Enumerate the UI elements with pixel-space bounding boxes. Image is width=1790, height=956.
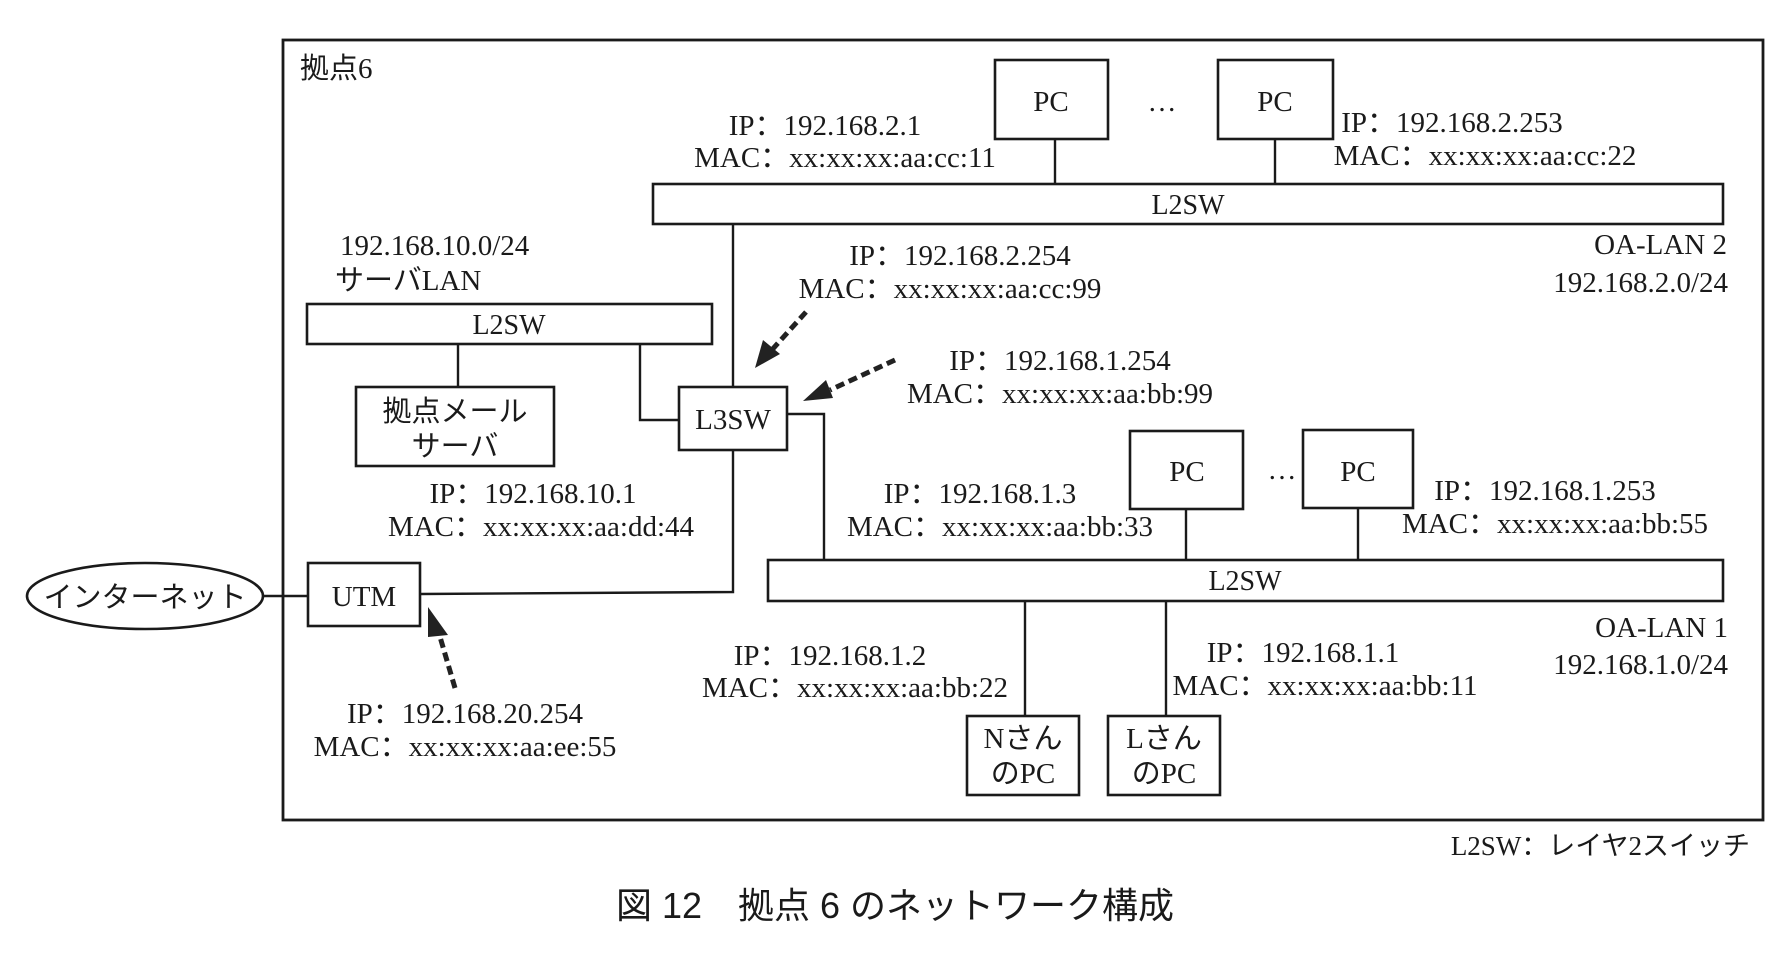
oa-lan1-pc253-mac: MAC：xx:xx:xx:aa:bb:55 bbox=[1402, 508, 1708, 540]
utm-arrowhead-icon bbox=[428, 607, 448, 637]
mail-server-mac: MAC：xx:xx:xx:aa:dd:44 bbox=[388, 511, 695, 543]
oa-lan1-pc-253[interactable] bbox=[1301, 428, 1415, 510]
l-pc-box[interactable] bbox=[1106, 714, 1222, 797]
utm-mac: MAC：xx:xx:xx:aa:ee:55 bbox=[314, 731, 617, 763]
oa-lan2-pc1-mac: MAC：xx:xx:xx:aa:cc:11 bbox=[694, 142, 996, 174]
site-label: 拠点6 bbox=[300, 52, 373, 85]
l3sw-oa1-arrowhead-icon bbox=[803, 380, 833, 401]
oa-lan2-name: OA-LAN 2 bbox=[1594, 229, 1727, 261]
oa-lan1-pc-253-label: PC bbox=[1340, 456, 1375, 488]
oa-lan1-pc253-ip: IP：192.168.1.253 bbox=[1434, 475, 1656, 507]
legend-note: L2SW：レイヤ2スイッチ bbox=[1451, 831, 1750, 861]
mail-server-label-2: サーバ bbox=[412, 431, 499, 463]
oa-lan1-name: OA-LAN 1 bbox=[1595, 612, 1728, 644]
l-pc-ip: IP：192.168.1.1 bbox=[1207, 637, 1400, 669]
n-pc-label-2: のPC bbox=[991, 758, 1055, 790]
server-lan-l2sw-label: L2SW bbox=[472, 310, 546, 341]
oa-lan2-pc1-ip: IP：192.168.2.1 bbox=[729, 110, 922, 142]
l3sw-label: L3SW bbox=[695, 404, 771, 436]
oa-lan2-pc-2-label: PC bbox=[1257, 86, 1292, 118]
oa-lan2-network: 192.168.2.0/24 bbox=[1553, 267, 1728, 299]
l3sw-oa1-pointer-arrow bbox=[828, 357, 897, 393]
n-pc-box[interactable] bbox=[965, 714, 1081, 797]
oa-lan2-pc2-ip: IP：192.168.2.253 bbox=[1341, 107, 1563, 139]
oa-lan1-l2sw[interactable] bbox=[766, 558, 1725, 603]
internet-label: インターネット bbox=[43, 582, 246, 614]
oa-lan2-l2sw-label: L2SW bbox=[1151, 190, 1225, 221]
l-pc-label-1: Lさん bbox=[1126, 723, 1202, 755]
oa-lan2-pc-1-label: PC bbox=[1033, 86, 1068, 118]
oa-lan1-network: 192.168.1.0/24 bbox=[1553, 649, 1728, 681]
oa-lan1-pc-3[interactable] bbox=[1128, 429, 1245, 511]
n-pc-label-1: Nさん bbox=[984, 723, 1063, 755]
l3sw-oa1-mac: MAC：xx:xx:xx:aa:bb:99 bbox=[907, 378, 1213, 410]
l3sw-oa1-ip: IP：192.168.1.254 bbox=[949, 345, 1171, 377]
oa-lan2-pc-1[interactable] bbox=[993, 58, 1110, 141]
oa-lan2-l2sw[interactable] bbox=[651, 182, 1725, 226]
oa-lan1-pc3-ip: IP：192.168.1.3 bbox=[884, 478, 1077, 510]
link-utm-l3sw bbox=[419, 410, 735, 596]
mail-server-ip: IP：192.168.10.1 bbox=[429, 478, 636, 510]
n-pc-ip: IP：192.168.1.2 bbox=[734, 640, 927, 672]
figure-caption: 図 12 拠点 6 のネットワーク構成 bbox=[616, 885, 1174, 926]
utm-ip: IP：192.168.20.254 bbox=[347, 698, 584, 730]
oa-lan2-pc2-mac: MAC：xx:xx:xx:aa:cc:22 bbox=[1334, 140, 1637, 172]
oa-lan1-l2sw-label: L2SW bbox=[1208, 566, 1282, 597]
server-lan-network: 192.168.10.0/24 bbox=[340, 230, 530, 262]
oa-lan2-ellipsis: … bbox=[1148, 86, 1177, 118]
oa-lan1-pc3-mac: MAC：xx:xx:xx:aa:bb:33 bbox=[847, 511, 1153, 543]
n-pc-mac: MAC：xx:xx:xx:aa:bb:22 bbox=[702, 672, 1008, 704]
oa-lan2-pc-2[interactable] bbox=[1216, 58, 1335, 141]
link-l3sw-oa1 bbox=[787, 412, 826, 561]
utm-pointer-arrow bbox=[435, 629, 458, 689]
utm-box[interactable] bbox=[306, 561, 422, 628]
mail-server-box[interactable] bbox=[354, 385, 556, 468]
site-frame bbox=[281, 38, 1765, 822]
l3sw-oa2-arrowhead-icon bbox=[755, 340, 780, 368]
utm-label: UTM bbox=[332, 581, 396, 613]
server-lan-name: サーバLAN bbox=[335, 265, 481, 297]
l-pc-mac: MAC：xx:xx:xx:aa:bb:11 bbox=[1172, 670, 1477, 702]
server-lan-l2sw[interactable] bbox=[305, 302, 714, 346]
l-pc-label-2: のPC bbox=[1132, 758, 1196, 790]
mail-server-label-1: 拠点メール bbox=[382, 395, 527, 428]
l3sw-oa2-ip: IP：192.168.2.254 bbox=[849, 240, 1071, 272]
oa-lan1-ellipsis: … bbox=[1268, 454, 1297, 486]
oa-lan1-pc-3-label: PC bbox=[1169, 456, 1204, 488]
l3sw-oa2-mac: MAC：xx:xx:xx:aa:cc:99 bbox=[799, 273, 1102, 305]
link-l2sw-l3sw bbox=[638, 344, 679, 422]
l3sw-oa2-pointer-arrow bbox=[768, 310, 808, 354]
